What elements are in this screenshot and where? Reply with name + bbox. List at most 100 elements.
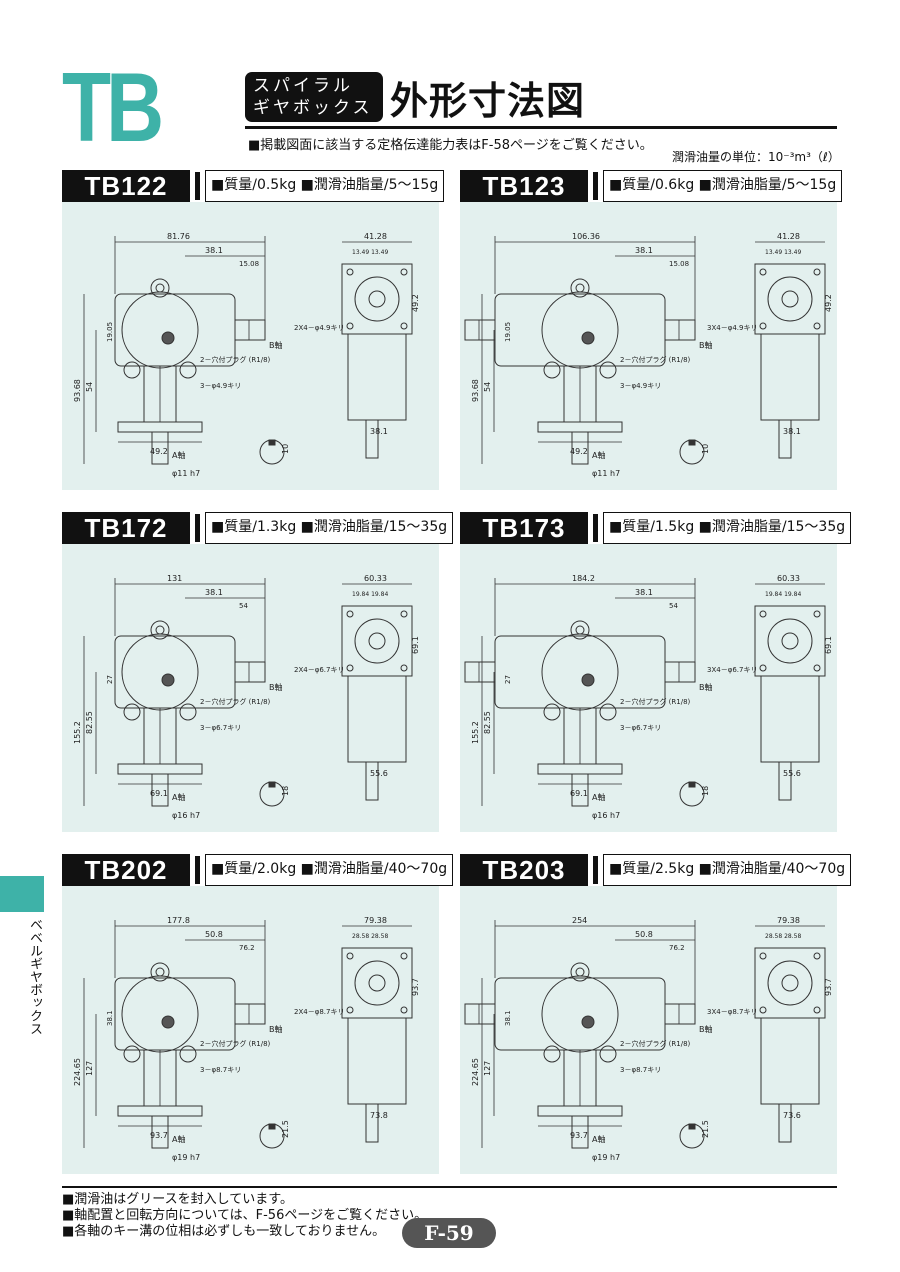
footer-note-3: ■各軸のキー溝の位相は必ずしも一致しておりません。 <box>62 1224 386 1239</box>
dim-side-w: 55.6 <box>783 769 801 778</box>
side-body <box>760 675 820 763</box>
label-plug: 2－穴付プラグ (R1/8) <box>620 1039 691 1048</box>
dim-h1: 224.65 <box>471 1058 480 1086</box>
mount-hole-top-inner <box>155 967 165 977</box>
side-shaft <box>778 761 792 801</box>
shaft-dia: φ16 h7 <box>592 811 620 820</box>
model-bar: TB123 ■質量/0.6kg ■潤滑油脂量/5～15g <box>460 170 843 202</box>
dim-side-h: 49.2 <box>411 294 420 312</box>
b-shaft <box>234 1003 266 1025</box>
side-bolt-br <box>400 664 408 672</box>
model-separator <box>593 514 598 542</box>
dim-side-half: 13.49 13.49 <box>765 249 801 256</box>
label-hole-c: 3－φ4.9キリ <box>200 382 241 390</box>
dim-offset: 76.2 <box>669 944 685 952</box>
b-shaft <box>234 661 266 683</box>
header-note: ■掲載図面に該当する定格伝達能力表はF-58ページをご覧ください。 <box>248 138 653 153</box>
key-slot <box>688 1123 696 1130</box>
dim-side-h: 69.1 <box>824 636 833 654</box>
dim-h1: 93.68 <box>471 379 480 402</box>
dim-h1: 155.2 <box>73 721 82 744</box>
side-flange <box>754 947 826 1019</box>
mount-hole-right <box>599 703 617 721</box>
dim-h2: 127 <box>85 1061 94 1076</box>
dim-bolt: 38.1 <box>504 1010 512 1026</box>
shaft-dia: φ16 h7 <box>172 811 200 820</box>
key-slot <box>688 439 696 446</box>
dim-key: 10 <box>701 444 710 454</box>
side-shaft <box>365 761 379 801</box>
label-a-axis: A軸 <box>172 450 185 460</box>
mount-hole-right <box>179 361 197 379</box>
label-hole-c: 3－φ6.7キリ <box>620 724 661 732</box>
dim-h1: 155.2 <box>471 721 480 744</box>
label-a-axis: A軸 <box>592 792 605 802</box>
dim-h1: 93.68 <box>73 379 82 402</box>
side-bolt-br <box>813 322 821 330</box>
dim-side-w: 55.6 <box>370 769 388 778</box>
dim-top: 50.8 <box>635 930 653 939</box>
side-shaft <box>365 419 379 459</box>
dim-overall: 81.76 <box>167 232 190 241</box>
model-name: TB202 <box>62 854 190 886</box>
side-bolt-tr <box>813 952 821 960</box>
side-bolt-bl <box>346 322 354 330</box>
dim-key: 18 <box>281 786 290 796</box>
dim-side: 41.28 <box>364 232 387 241</box>
side-flange <box>341 263 413 335</box>
page-title: 外形寸法図 <box>390 79 586 123</box>
a-shaft <box>151 431 169 465</box>
side-bolt-br <box>400 1006 408 1014</box>
dim-side-h: 49.2 <box>824 294 833 312</box>
label-b-axis: B軸 <box>269 340 283 350</box>
label-hole-b: 3X4－φ8.7キリ <box>707 1008 757 1016</box>
dim-side-w: 73.6 <box>783 1111 801 1120</box>
dim-overall: 254 <box>572 916 587 925</box>
dim-bolt: 27 <box>106 675 114 684</box>
model-name: TB123 <box>460 170 588 202</box>
shaft-dia: φ19 h7 <box>592 1153 620 1162</box>
mount-hole-top-inner <box>575 625 585 635</box>
a-shaft <box>151 1115 169 1149</box>
bore-circle <box>121 633 199 711</box>
dim-h2: 54 <box>483 382 492 392</box>
label-hole-b: 3X4－φ6.7キリ <box>707 666 757 674</box>
label-hole-b: 2X4－φ8.7キリ <box>294 1008 344 1016</box>
model-name: TB173 <box>460 512 588 544</box>
model-spec: ■質量/0.5kg ■潤滑油脂量/5～15g <box>205 170 445 202</box>
mount-hole-top <box>570 962 590 982</box>
footer-note-1: ■潤滑油はグリースを封入しています。 <box>62 1192 293 1207</box>
c-shaft <box>464 319 496 341</box>
dim-bolt: 19.05 <box>504 322 512 342</box>
a-shaft <box>571 431 589 465</box>
dim-side-w: 38.1 <box>370 427 388 436</box>
shaft-dia: φ11 h7 <box>592 469 620 478</box>
dim-base: 49.2 <box>570 447 588 456</box>
b-shaft <box>664 1003 696 1025</box>
dim-offset: 15.08 <box>669 260 689 268</box>
side-bore <box>767 618 813 664</box>
mount-hole-top-inner <box>575 283 585 293</box>
label-plug: 2－穴付プラグ (R1/8) <box>200 355 271 364</box>
series-logo: TB <box>62 52 164 162</box>
title-rule <box>245 126 837 129</box>
side-bolt-tl <box>346 610 354 618</box>
b-shaft <box>664 661 696 683</box>
side-flange <box>341 605 413 677</box>
model-spec: ■質量/1.3kg ■潤滑油脂量/15～35g <box>205 512 454 544</box>
side-bore-inner <box>781 290 799 308</box>
mount-hole-top <box>150 620 170 640</box>
base-flange <box>537 763 623 775</box>
dim-top: 38.1 <box>635 246 653 255</box>
bore-circle <box>541 633 619 711</box>
side-shaft <box>778 1103 792 1143</box>
label-b-axis: B軸 <box>699 1024 713 1034</box>
mount-hole-right <box>179 703 197 721</box>
label-plug: 2－穴付プラグ (R1/8) <box>620 355 691 364</box>
